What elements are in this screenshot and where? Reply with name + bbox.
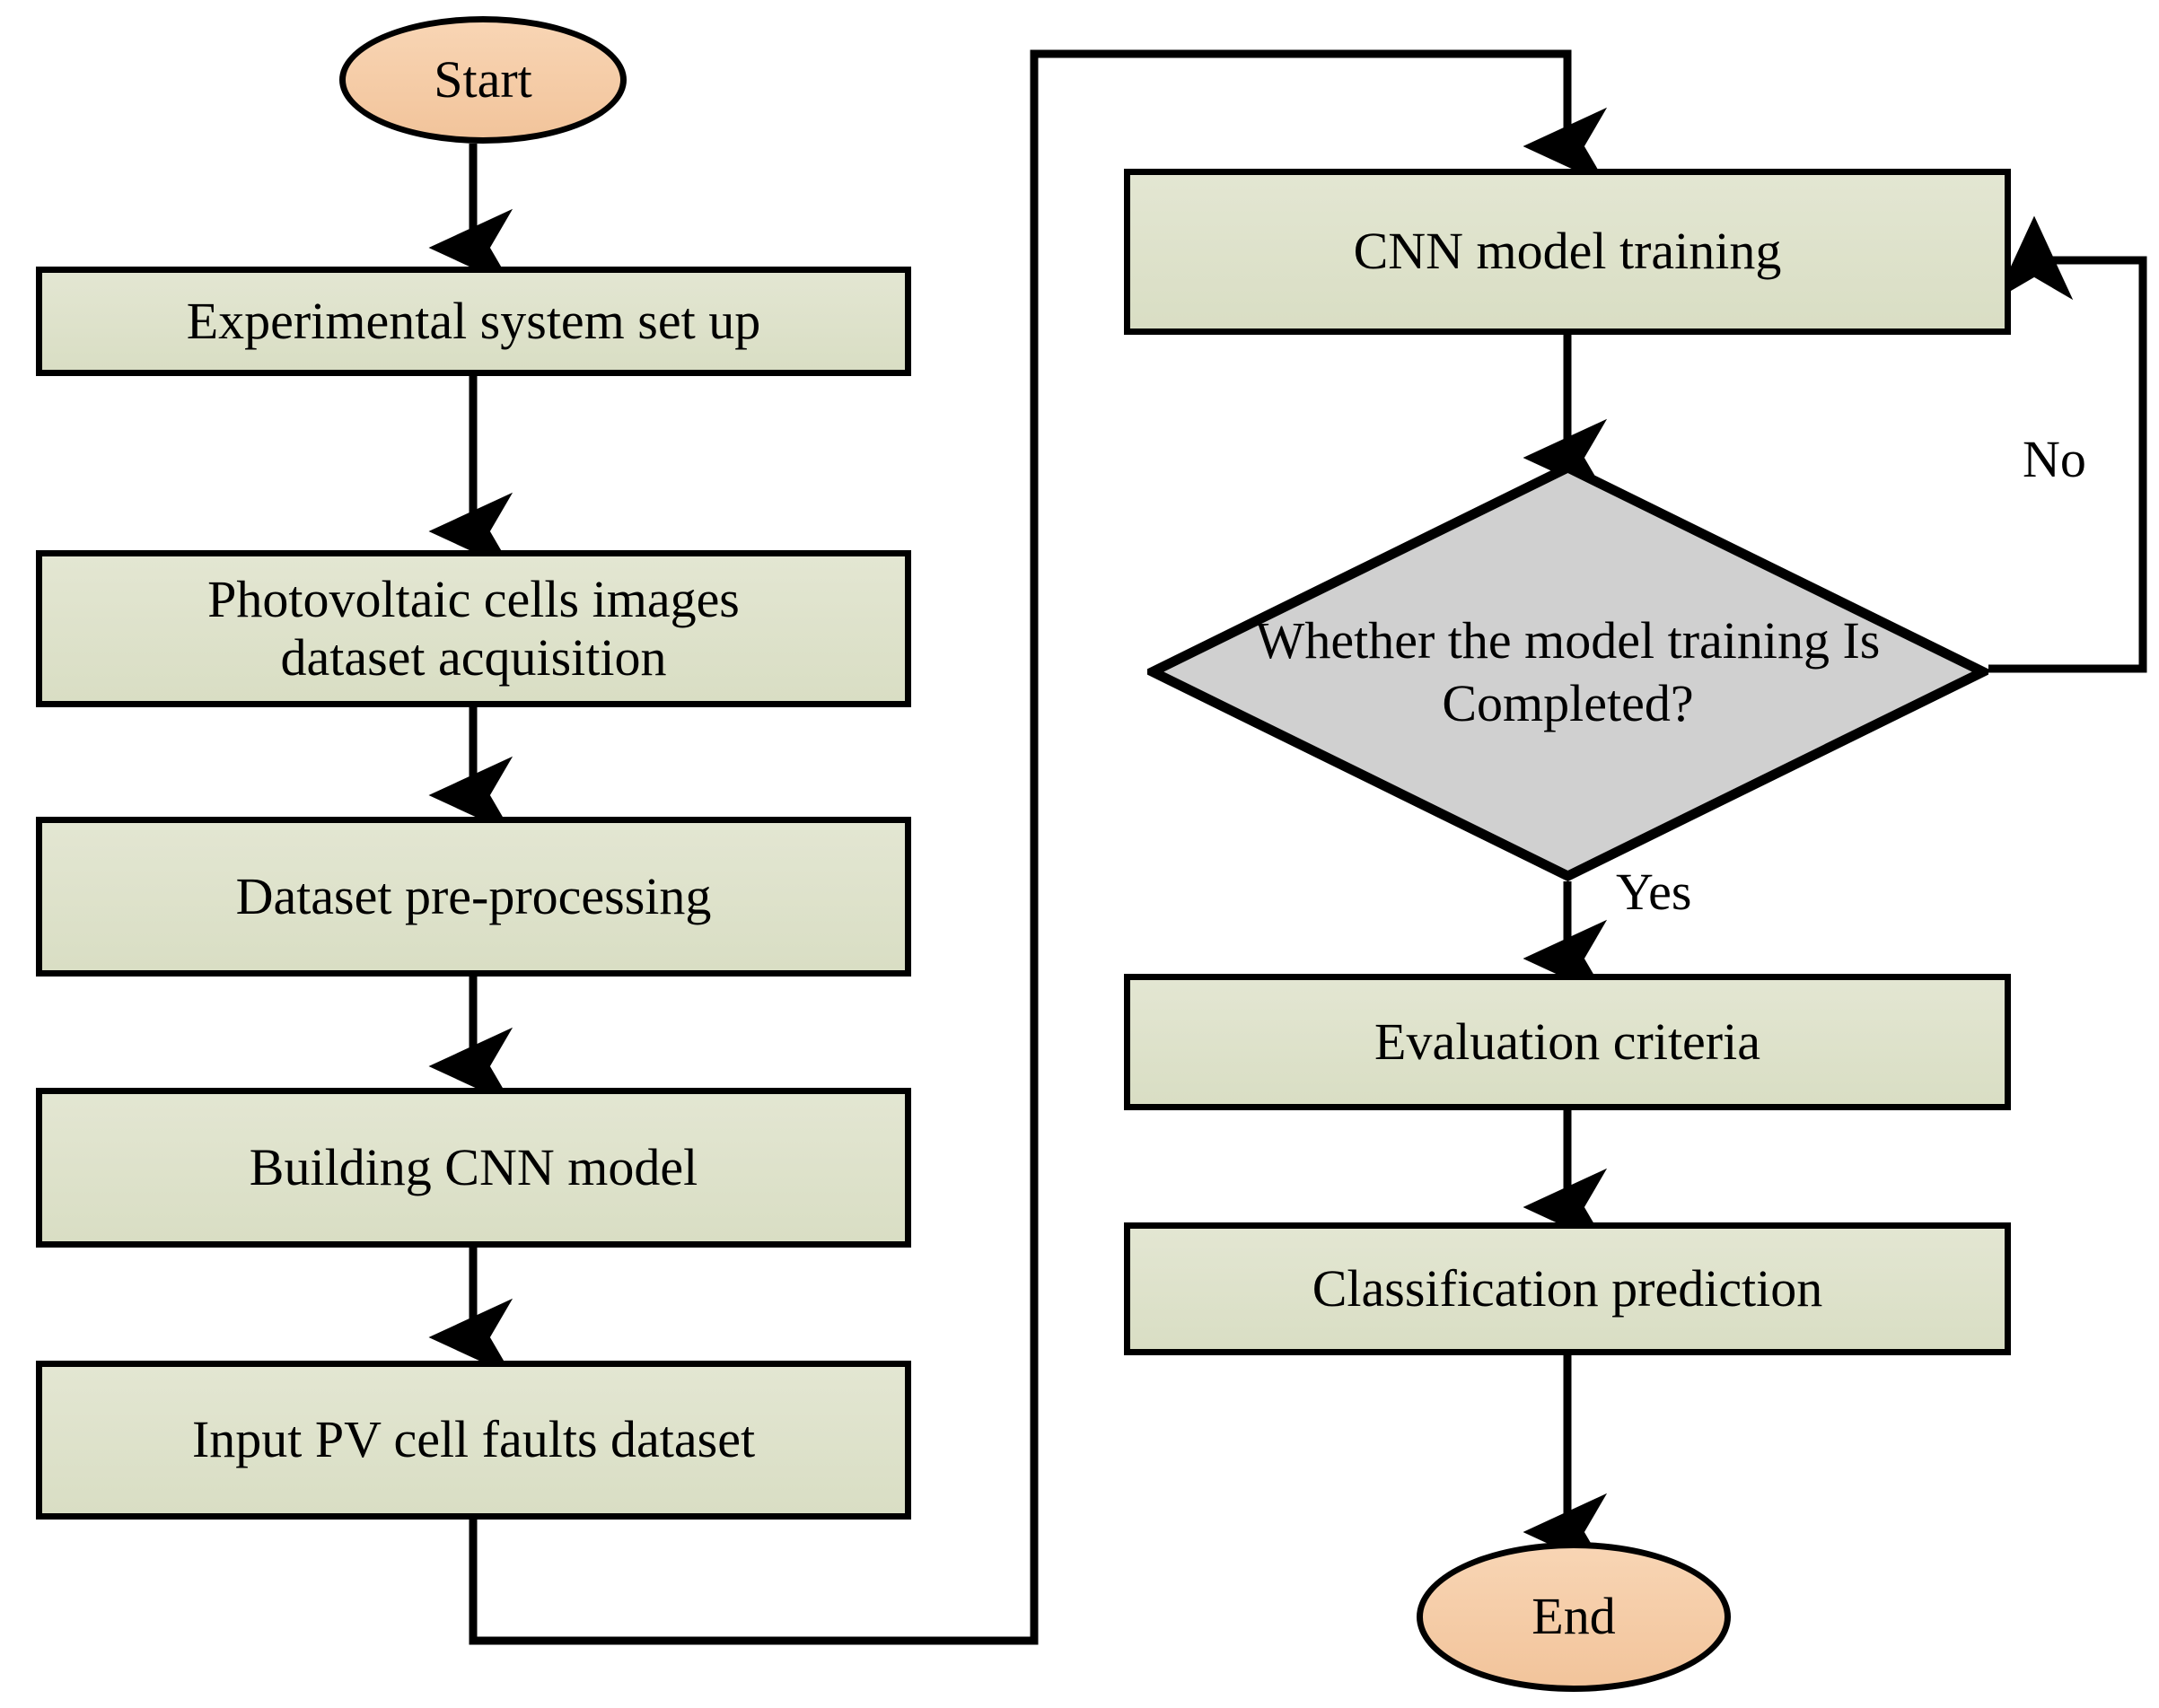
node-classification-prediction-label: Classification prediction [1312,1258,1823,1318]
node-building-cnn-label: Building CNN model [249,1137,698,1196]
node-evaluation-criteria[interactable]: Evaluation criteria [1124,974,2011,1110]
node-evaluation-criteria-label: Evaluation criteria [1374,1012,1760,1071]
node-input-dataset-label: Input PV cell faults dataset [191,1410,756,1469]
node-input-dataset[interactable]: Input PV cell faults dataset [36,1361,911,1520]
node-building-cnn[interactable]: Building CNN model [36,1088,911,1248]
node-dataset-preprocessing[interactable]: Dataset pre-processing [36,817,911,977]
node-dataset-acquisition[interactable]: Photovoltaic cells images dataset acquis… [36,550,911,707]
node-experimental-setup[interactable]: Experimental system set up [36,267,911,376]
edge-label-no: No [2023,430,2086,488]
node-end[interactable]: End [1417,1542,1731,1692]
node-cnn-training-label: CNN model training [1353,222,1782,281]
node-dataset-preprocessing-label: Dataset pre-processing [235,866,712,925]
node-end-label: End [1531,1587,1616,1646]
node-start[interactable]: Start [339,16,627,144]
node-classification-prediction[interactable]: Classification prediction [1124,1222,2011,1355]
node-decision-training-complete-label: Whether the model training Is Completed? [1255,610,1881,732]
edge-label-yes: Yes [1616,863,1692,921]
decision-diamond-shape [1147,462,1988,881]
node-experimental-setup-label: Experimental system set up [186,291,761,350]
node-cnn-training[interactable]: CNN model training [1124,169,2011,335]
node-decision-training-complete[interactable]: Whether the model training Is Completed? [1147,462,1988,881]
node-dataset-acquisition-label: Photovoltaic cells images dataset acquis… [207,569,740,687]
node-start-label: Start [434,49,532,109]
